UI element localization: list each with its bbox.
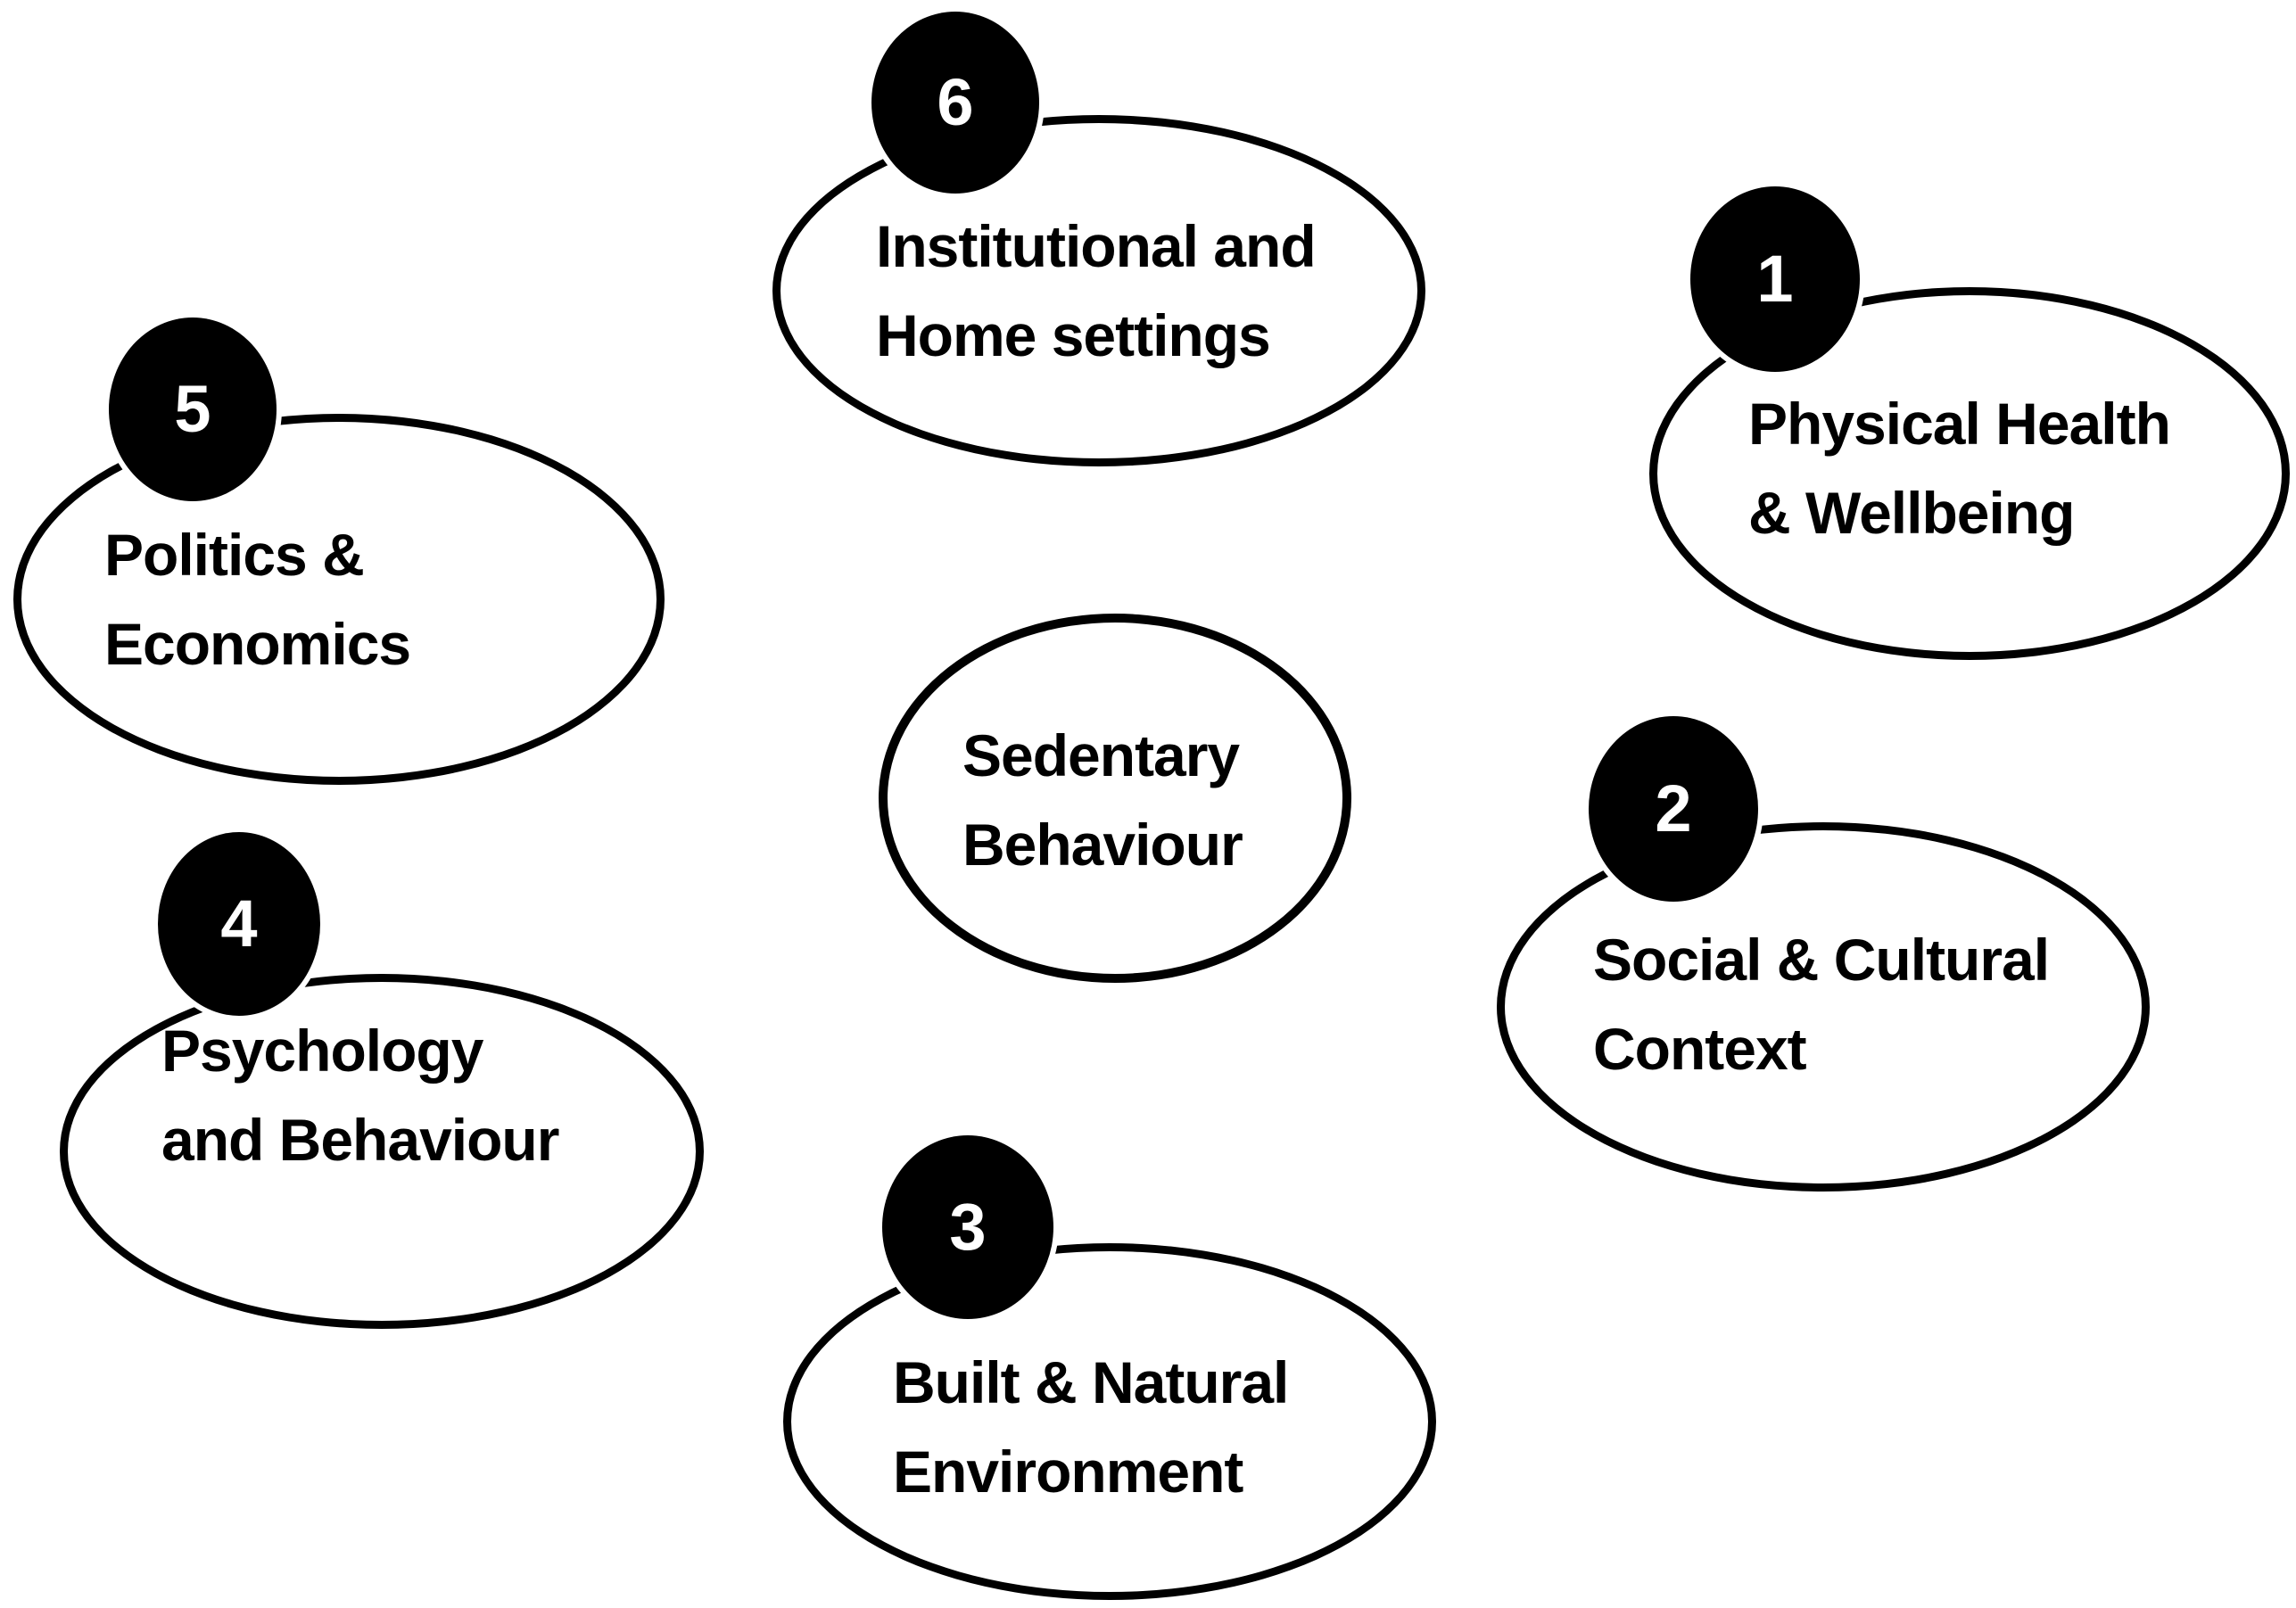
label-line: Politics & bbox=[104, 522, 365, 588]
label-line: Social & Cultural bbox=[1593, 927, 2050, 993]
node-built-natural-ellipse bbox=[783, 1243, 1436, 1600]
label-line: and Behaviour bbox=[161, 1107, 559, 1173]
badge-1: 1 bbox=[1690, 186, 1860, 372]
node-physical-health-label: Physical Health & Wellbeing bbox=[1748, 379, 2171, 557]
badge-4: 4 bbox=[158, 832, 320, 1016]
node-psychology-behaviour-ellipse bbox=[60, 974, 704, 1329]
badge-5: 5 bbox=[109, 317, 277, 501]
node-psychology-behaviour-label: Psychology and Behaviour bbox=[161, 1006, 559, 1184]
label-line: Sedentary bbox=[962, 722, 1240, 788]
node-social-cultural-ellipse bbox=[1497, 822, 2150, 1192]
badge-2-number: 2 bbox=[1655, 771, 1692, 845]
badge-6: 6 bbox=[871, 12, 1039, 194]
node-institutional-home-ellipse bbox=[772, 115, 1425, 466]
node-institutional-home-label: Institutional and Home settings bbox=[876, 202, 1317, 380]
label-line: Built & Natural bbox=[893, 1349, 1289, 1415]
label-line: Behaviour bbox=[962, 812, 1243, 878]
badge-3: 3 bbox=[882, 1135, 1053, 1319]
label-line: Physical Health bbox=[1748, 391, 2171, 457]
node-sedentary-behaviour-ellipse bbox=[879, 614, 1351, 983]
badge-6-number: 6 bbox=[937, 65, 974, 139]
node-built-natural-label: Built & Natural Environment bbox=[893, 1338, 1289, 1516]
node-politics-economics-ellipse bbox=[13, 414, 665, 785]
badge-2: 2 bbox=[1589, 716, 1758, 902]
badge-4-number: 4 bbox=[220, 886, 258, 961]
badge-5-number: 5 bbox=[174, 372, 211, 446]
label-line: Environment bbox=[893, 1439, 1243, 1505]
label-line: & Wellbeing bbox=[1748, 480, 2075, 546]
label-line: Economics bbox=[104, 611, 411, 677]
node-social-cultural-label: Social & Cultural Context bbox=[1593, 915, 2050, 1093]
badge-1-number: 1 bbox=[1756, 242, 1794, 316]
badge-3-number: 3 bbox=[949, 1190, 987, 1264]
label-line: Psychology bbox=[161, 1018, 483, 1084]
label-line: Institutional and bbox=[876, 213, 1317, 279]
node-sedentary-behaviour-label: Sedentary Behaviour bbox=[962, 711, 1243, 889]
label-line: Home settings bbox=[876, 302, 1271, 368]
node-politics-economics-label: Politics & Economics bbox=[104, 510, 411, 689]
label-line: Context bbox=[1593, 1016, 1807, 1082]
